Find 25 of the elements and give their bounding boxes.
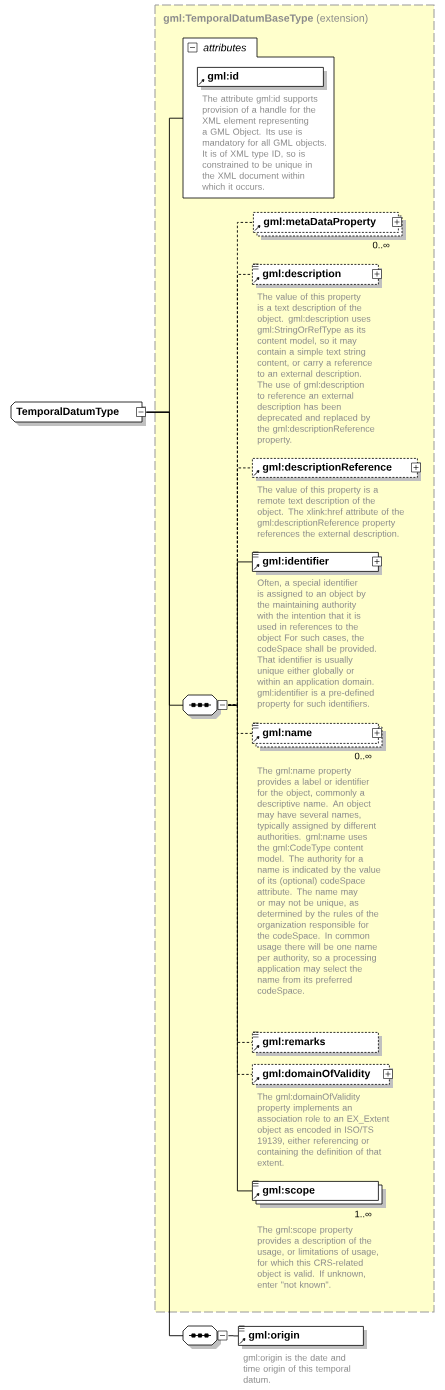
element-box: gml:id [197,67,327,90]
connector-line [227,704,253,1192]
element-box: gml:origin [238,1326,367,1349]
multiplicity-label: 1..∞ [355,1210,372,1218]
description-text: gml:origin is the date and time origin of this temporal datum. [243,1354,351,1383]
type-box: TemporalDatumType [10,401,146,426]
element-box: gml:identifier [252,552,382,575]
element-box: gml:metaDataProperty [253,212,406,240]
description-text: The attribute gml:id supports provision of a handle for the XML element representing a GML Object. Its use is mandatory for all GML objects. It is of XML type ID, so is constrained to be unique in the XML document within which it occurs. [202,95,326,190]
description-text: The value of this property is a remote text description of the object. The xlink:href attribute of the gml:descriptionReference property references the external description. [257,486,404,539]
connector-line [145,411,184,1337]
description-text: Often, a special identifier is assigned to an object by the maintaining authority with the intention that it is used in references to the object For such cases, the codeSpace shall be provided. That identifier is usually unique either globally or within an application domain. gml:identifier is a pre-defined property for such identifiers. [257,579,376,709]
element-box: gml:name [252,723,386,751]
element-box: gml:domainOfValidity [252,1064,393,1088]
multiplicity-label: 0..∞ [354,752,372,760]
multiplicity-label: 0..∞ [372,241,390,249]
element-box: gml:descriptionReference [252,458,421,481]
connector-line [227,1335,239,1337]
description-text: The value of this property is a text description of the object. gml:description uses gml:StringOrRefType as its content model, so it may contain a simple text string content, or carry a reference to an external description. The use of gml:description to reference an external description has been deprecated and replaced by the gml:descriptionReference property. [257,293,375,445]
element-box: gml:remarks [252,1032,382,1056]
description-text: The gml:domainOfValidity property implements an association role to an EX_Extent object as encoded in ISO/TS 19139, either referencing or containing the definition of that extent. [257,1093,390,1166]
description-text: The gml:name property provides a label or identifier for the object, commonly a descriptive name. An object may have several names, typically assigned by different authorities. gml:name uses the gml:CodeType content model. The authority for a name is indicated by the value of its (optional) codeSpace attribute. The name may or may not be unique, as determined by the rules of the organization responsible for the codeSpace. In common usage there will be one name per authority, so a processing application may select the name from its preferred codeSpace. [257,767,381,996]
element-box: gml:description [252,264,382,288]
element-box: gml:scope [252,1181,386,1208]
description-text: The gml:scope property provides a description of the usage, or limitations of usage, for which this CRS-related object is valid. If unknown, enter "not known". [257,1226,378,1288]
